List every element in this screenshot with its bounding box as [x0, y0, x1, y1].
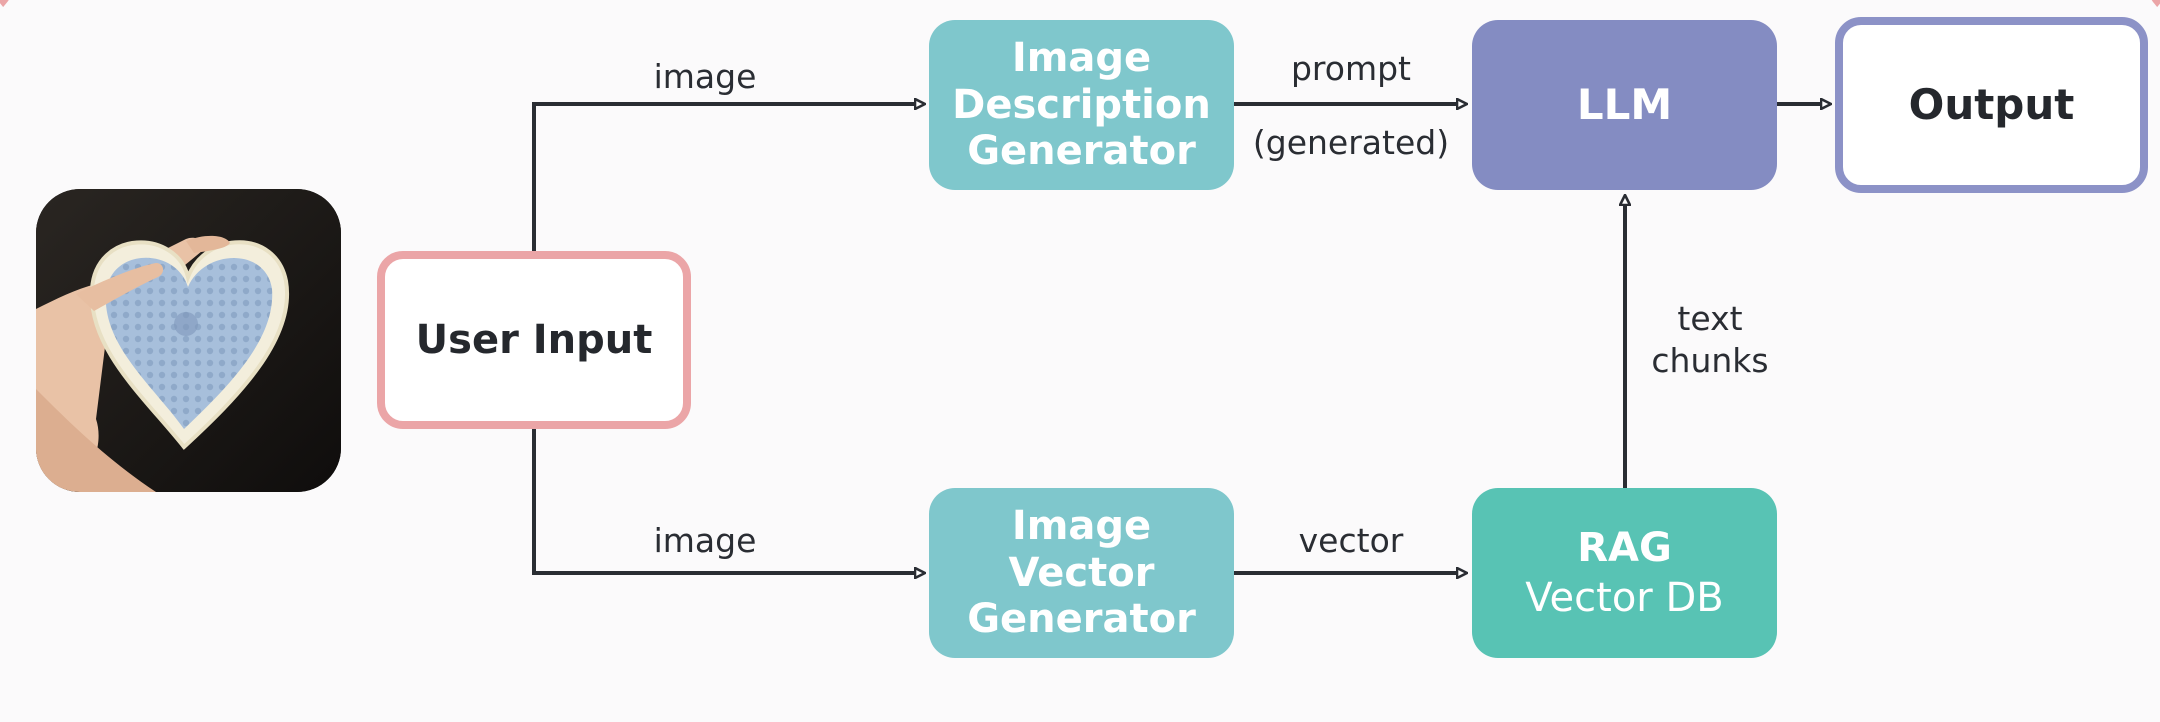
edge-label-vector: vector	[1298, 521, 1404, 560]
output-node: Output	[1835, 17, 2148, 193]
node-label-line: Image	[1011, 503, 1152, 550]
input-photo	[36, 189, 341, 492]
edge-label-generated: (generated)	[1252, 123, 1450, 162]
llm-label: LLM	[1576, 79, 1673, 129]
image-description-generator-node: Image Description Generator	[929, 20, 1234, 190]
rag-title: RAG	[1577, 524, 1672, 571]
rag-vector-db-node: RAG Vector DB	[1472, 488, 1777, 658]
edge-label-chunks: chunks	[1651, 341, 1769, 380]
output-label: Output	[1908, 79, 2075, 129]
node-label-line: Vector	[1008, 549, 1155, 596]
edge-label-prompt: prompt	[1290, 49, 1411, 88]
image-vector-generator-node: Image Vector Generator	[929, 488, 1234, 658]
arrow-user-to-vector	[532, 426, 924, 573]
heart-icon: ♥	[2150, 0, 2160, 11]
node-label-line: Description	[952, 81, 1211, 128]
edge-label-image-bottom: image	[653, 521, 757, 560]
node-label-line: Image	[1011, 35, 1152, 82]
llm-node: LLM	[1472, 20, 1777, 190]
user-input-label: User Input	[415, 316, 653, 363]
edge-label-image-top: image	[653, 57, 757, 96]
user-input-node: User Input	[377, 251, 691, 429]
heart-icon: ♥	[0, 0, 11, 11]
rag-subtitle: Vector DB	[1525, 575, 1724, 622]
arrow-user-to-description	[532, 104, 924, 254]
node-label-line: Generator	[967, 596, 1196, 643]
node-label-line: Generator	[967, 128, 1196, 175]
edge-label-text: text	[1677, 299, 1743, 338]
